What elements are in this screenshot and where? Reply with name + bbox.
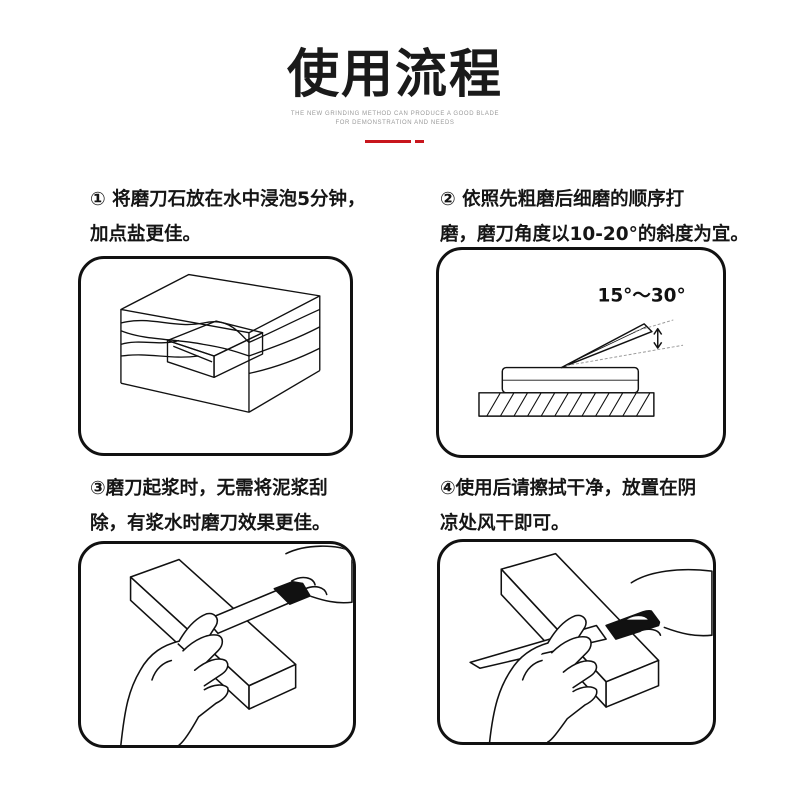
sharpening-angle-drawing: 15°～30°: [478, 285, 686, 417]
step-1-line-1: ① 将磨刀石放在水中浸泡5分钟，: [90, 189, 366, 210]
title-accent-bar: [365, 140, 411, 143]
step-2-line-1: ② 依照先粗磨后细磨的顺序打: [440, 189, 685, 210]
step-1-line-2: 加点盐更佳。: [90, 224, 202, 245]
cleaning-stone-drawing: [469, 552, 713, 742]
step-2-illustration: 15°～30°: [436, 247, 726, 458]
step-3-illustration: [78, 541, 356, 748]
sharpening-hands-drawing: [120, 545, 353, 745]
step-1-illustration: [78, 256, 353, 456]
step-1-text: ① 将磨刀石放在水中浸泡5分钟， 加点盐更佳。: [90, 182, 365, 252]
step-4-text: ④使用后请擦拭干净，放置在阴 凉处风干即可。: [440, 471, 696, 541]
step-4-line-1: ④使用后请擦拭干净，放置在阴: [440, 478, 697, 499]
step-4-line-2: 凉处风干即可。: [440, 513, 570, 534]
step-2-text: ② 依照先粗磨后细磨的顺序打 磨，磨刀角度以10-20°的斜度为宜。: [440, 182, 749, 252]
title-accent-dot: [415, 140, 424, 143]
page-subtitle-line-2: FOR DEMONSTRATION AND NEEDS: [335, 120, 455, 126]
step-3-text: ③磨刀起浆时，无需将泥浆刮 除，有浆水时磨刀效果更佳。: [90, 471, 331, 541]
page-subtitle-line-1: THE NEW GRINDING METHOD CAN PRODUCE A GO…: [290, 111, 500, 117]
step-2-line-2: 磨，磨刀角度以10-20°的斜度为宜。: [440, 224, 749, 245]
angle-label: 15°～30°: [598, 285, 686, 306]
step-4-illustration: [437, 539, 716, 745]
step-3-line-2: 除，有浆水时磨刀效果更佳。: [90, 513, 331, 534]
step-3-line-1: ③磨刀起浆时，无需将泥浆刮: [90, 478, 328, 499]
page-title: 使用流程: [286, 45, 503, 105]
header: 使用流程 THE NEW GRINDING METHOD CAN PRODUCE…: [0, 0, 790, 160]
soaking-stone-drawing: [120, 273, 321, 413]
